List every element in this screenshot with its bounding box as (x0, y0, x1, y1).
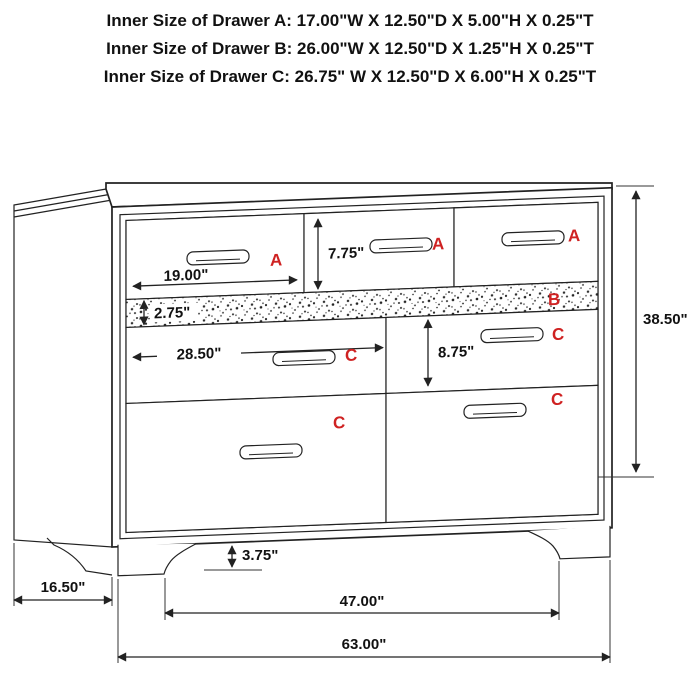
drawer-c-bottom-right-label: C (551, 390, 563, 409)
drawer-c-bottom-left (125, 392, 387, 534)
dresser-body: 19.00" 7.75" 2.75" 28.50" (13, 182, 613, 577)
front-frame-mid (119, 195, 605, 540)
handle-a-right-icon (501, 230, 565, 247)
drawer-a-right-label: A (568, 226, 580, 245)
front-right-foot (527, 525, 611, 560)
dim-foot-height-label: 3.75" (242, 547, 278, 564)
handle-a-middle-icon (369, 237, 433, 254)
drawer-b-label: B (548, 290, 560, 309)
side-top-molding-line (13, 193, 113, 212)
handle-c-bottom-left-icon (239, 443, 303, 460)
dim-drawer-a-width-label: 19.00" (164, 266, 209, 285)
dim-drawer-c-width-label: 28.50" (177, 345, 222, 364)
drawer-c-middle-left-label: C (345, 346, 357, 365)
dim-drawer-a-height: 7.75" (313, 218, 364, 290)
spec-line-drawer-c: Inner Size of Drawer C: 26.75" W X 12.50… (103, 67, 597, 86)
dim-foot-height: 3.75" (204, 545, 278, 571)
dim-drawer-c-height-label: 8.75" (438, 343, 474, 361)
side-foot (46, 537, 113, 576)
dim-feet-span: 47.00" (164, 561, 560, 620)
dim-feet-span-label: 47.00" (340, 593, 385, 610)
handle-c-middle-left-icon (272, 350, 336, 367)
handle-c-middle-right-icon (480, 327, 544, 344)
dim-overall-width: 63.00" (117, 560, 611, 663)
spec-line-drawer-a: Inner Size of Drawer A: 17.00"W X 12.50"… (106, 11, 594, 30)
dim-overall-height: 38.50" (598, 185, 688, 478)
dim-drawer-c-height: 8.75" (423, 318, 474, 387)
handle-a-left-icon (186, 249, 250, 266)
dim-overall-width-label: 63.00" (342, 636, 387, 653)
dim-depth: 16.50" (13, 543, 113, 606)
side-panel (13, 187, 113, 548)
dim-drawer-c-width: 28.50" (132, 343, 384, 365)
handle-c-bottom-right-icon (463, 402, 527, 419)
drawer-c-middle-right (385, 308, 599, 395)
dim-drawer-a-width: 19.00" (132, 264, 298, 291)
drawer-a-middle-label: A (432, 234, 444, 253)
dim-band-height-label: 2.75" (154, 304, 190, 322)
drawer-c-middle-right-label: C (552, 325, 564, 344)
dim-overall-height-label: 38.50" (643, 311, 688, 328)
front-face: 19.00" 7.75" 2.75" 28.50" (111, 186, 613, 577)
spec-header: Inner Size of Drawer A: 17.00"W X 12.50"… (0, 7, 700, 91)
drawer-c-bottom-left-label: C (333, 413, 345, 432)
drawer-a-left-label: A (270, 250, 282, 269)
front-left-foot (117, 543, 197, 577)
dim-depth-label: 16.50" (41, 579, 86, 596)
side-top-molding-line-2 (13, 199, 113, 218)
dim-drawer-a-height-label: 7.75" (328, 244, 364, 262)
drawer-c-bottom-right (385, 384, 599, 524)
spec-line-drawer-b: Inner Size of Drawer B: 26.00"W X 12.50"… (106, 39, 594, 58)
dim-band-height: 2.75" (139, 299, 198, 326)
